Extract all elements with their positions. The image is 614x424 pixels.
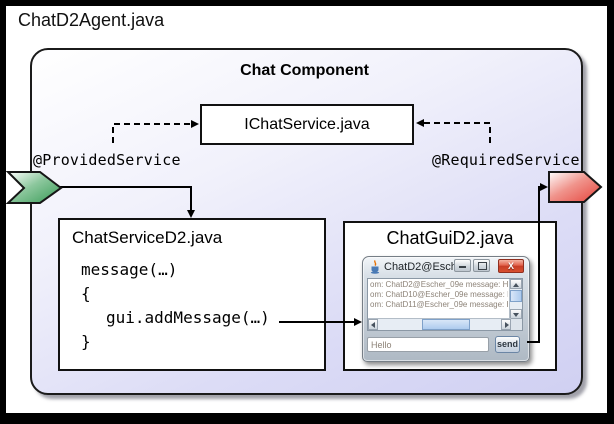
minimize-button[interactable]	[454, 259, 471, 272]
arrow-down-icon	[513, 313, 519, 317]
send-button[interactable]: send	[495, 336, 520, 353]
chatgui-box-title: ChatGuiD2.java	[386, 228, 514, 248]
java-icon	[370, 260, 380, 274]
required-service-annotation: @RequiredService	[432, 151, 580, 169]
chatservice-box-title: ChatServiceD2.java	[72, 228, 223, 247]
scroll-left-button[interactable]	[368, 319, 378, 330]
arrow-left-icon	[371, 322, 375, 328]
chat-message: om: ChatD10@Escher_09e message: Hello	[370, 290, 508, 299]
scroll-up-button[interactable]	[510, 279, 522, 289]
code-line: }	[81, 332, 91, 351]
chat-window: ChatD2@Esch... X om: ChatD2@Escher_09e m…	[362, 256, 530, 362]
horizontal-scrollbar[interactable]	[368, 318, 511, 330]
chat-window-title: ChatD2@Esch...	[384, 261, 467, 273]
page-title: ChatD2Agent.java	[18, 10, 165, 30]
message-list-panel: om: ChatD2@Escher_09e message: Hello om:…	[367, 278, 523, 331]
chat-message: om: ChatD2@Escher_09e message: Hello	[370, 280, 508, 289]
scrollbar-corner	[511, 319, 522, 330]
ichatservice-label: IChatService.java	[244, 115, 370, 133]
chat-window-titlebar[interactable]: ChatD2@Esch... X	[363, 257, 529, 277]
chat-message: om: ChatD11@Escher_09e message: Hello	[370, 300, 508, 309]
message-list: om: ChatD2@Escher_09e message: Hello om:…	[370, 280, 508, 316]
vertical-scrollbar[interactable]	[509, 279, 522, 319]
chatservice-box: ChatServiceD2.java message(…) { gui.addM…	[58, 218, 326, 371]
message-input[interactable]	[367, 337, 489, 352]
ichatservice-box: IChatService.java	[200, 104, 414, 145]
minimize-icon	[459, 266, 466, 268]
horizontal-scroll-thumb[interactable]	[422, 319, 470, 330]
code-line: {	[81, 284, 91, 303]
arrow-up-icon	[513, 283, 519, 287]
maximize-icon	[478, 262, 487, 270]
code-line: gui.addMessage(…)	[106, 308, 270, 327]
close-button[interactable]: X	[498, 259, 524, 273]
arrow-right-icon	[505, 322, 509, 328]
chatservice-code: message(…) { gui.addMessage(…) }	[81, 258, 270, 354]
close-icon: X	[507, 261, 514, 271]
maximize-button[interactable]	[473, 259, 490, 272]
scroll-right-button[interactable]	[501, 319, 511, 330]
code-line: message(…)	[81, 260, 178, 279]
provided-service-annotation: @ProvidedService	[33, 151, 181, 169]
component-title: Chat Component	[240, 62, 369, 79]
scroll-down-button[interactable]	[510, 309, 522, 319]
vertical-scroll-thumb[interactable]	[510, 290, 522, 302]
